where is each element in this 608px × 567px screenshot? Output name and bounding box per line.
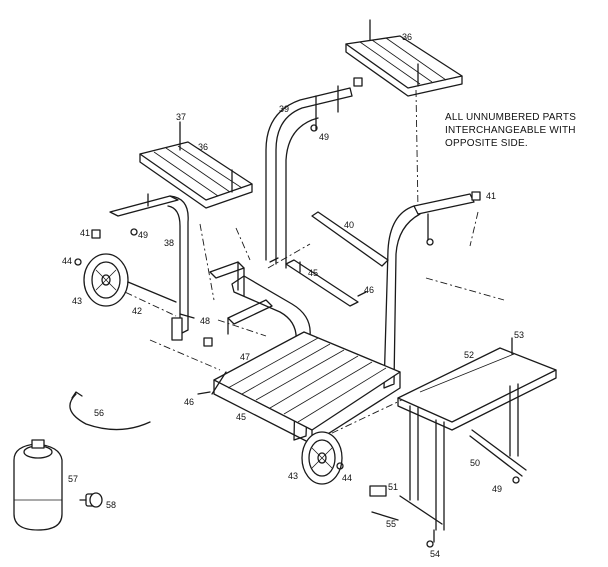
callout-45-bottom: 45 [236, 412, 246, 422]
heat-shield-arrow [71, 391, 83, 399]
note-line-2: INTERCHANGEABLE WITH [445, 125, 576, 136]
hardware-bits [74, 77, 520, 548]
leader-shelf-right [415, 89, 419, 211]
lp-tank [13, 439, 63, 531]
bottom-grate [211, 331, 401, 445]
callout-41-left: 41 [80, 228, 90, 238]
callout-54: 54 [430, 549, 440, 559]
callout-40: 40 [344, 220, 354, 230]
note-line-3: OPPOSITE SIDE. [445, 138, 528, 149]
callout-44-right: 44 [342, 473, 352, 483]
side-shelf [397, 337, 557, 543]
callout-41-right: 41 [486, 191, 496, 201]
wheel-left [83, 253, 177, 307]
callout-57: 57 [68, 474, 78, 484]
callout-42: 42 [132, 306, 142, 316]
callout-44-left: 44 [62, 256, 72, 266]
callout-52: 52 [464, 350, 474, 360]
callout-55: 55 [386, 519, 396, 529]
note-line-1: ALL UNNUMBERED PARTS [445, 112, 576, 123]
callout-43-left: 43 [72, 296, 82, 306]
right-upper-frame [311, 193, 475, 389]
callout-43-right: 43 [288, 471, 298, 481]
callout-46-middle: 46 [364, 285, 374, 295]
callout-36-left: 36 [198, 142, 208, 152]
callout-38: 38 [164, 238, 174, 248]
callout-49-top: 49 [319, 132, 329, 142]
callout-51: 51 [388, 482, 398, 492]
left-side-frame [109, 193, 215, 341]
top-right-shelf [345, 19, 463, 97]
callout-49-left: 49 [138, 230, 148, 240]
middle-crossbar [285, 259, 359, 307]
tall-back-frame [265, 85, 353, 269]
callout-53: 53 [514, 330, 524, 340]
callout-36-top: 36 [402, 32, 412, 42]
callout-49-bottom: 49 [492, 484, 502, 494]
callout-56-shield: 56 [94, 408, 104, 418]
callout-37: 37 [176, 112, 186, 122]
callout-58: 58 [106, 500, 116, 510]
heat-shield [69, 393, 151, 431]
callout-50: 50 [470, 458, 480, 468]
regulator [79, 492, 103, 508]
callout-46-bottom: 46 [184, 397, 194, 407]
callout-39: 39 [279, 104, 289, 114]
callout-48: 48 [200, 316, 210, 326]
callout-45-middle: 45 [308, 268, 318, 278]
callout-47: 47 [240, 352, 250, 362]
left-shelf [139, 121, 253, 209]
wheel-right [301, 431, 343, 485]
